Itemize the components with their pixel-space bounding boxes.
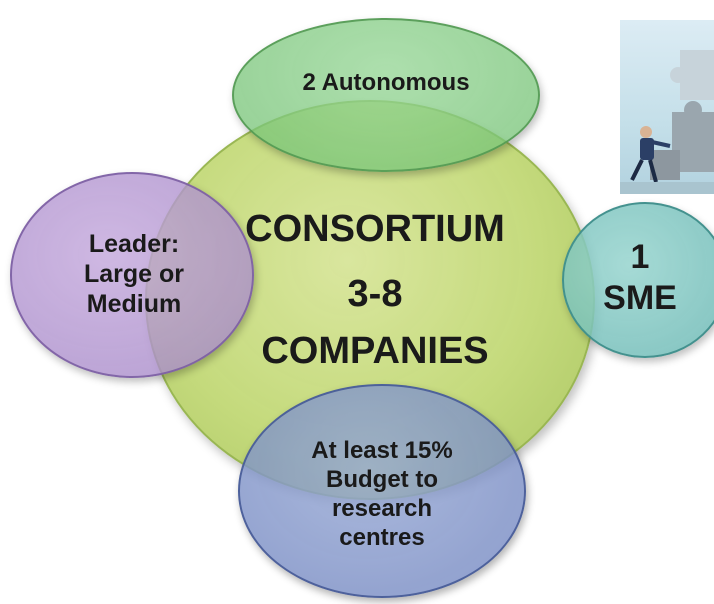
leader-label: Leader: Large or Medium bbox=[44, 222, 224, 326]
budget-line: research bbox=[331, 495, 433, 522]
businessman-puzzle-image bbox=[620, 20, 714, 194]
sme-text: SME bbox=[603, 279, 677, 317]
consortium-title: CONSORTIUM bbox=[245, 207, 505, 250]
leader-bubble bbox=[10, 172, 254, 378]
budget-line: Budget to bbox=[326, 466, 438, 494]
autonomous-bubble bbox=[232, 18, 540, 172]
budget-label: At least 15% Budget to research centres bbox=[260, 420, 504, 570]
sme-bubble bbox=[562, 202, 714, 358]
company-range: 3-8 bbox=[347, 272, 403, 315]
leader-line: Leader: bbox=[88, 230, 180, 258]
leader-line: Medium bbox=[86, 290, 182, 318]
consortium-label: CONSORTIUM 3-8 COMPANIES bbox=[200, 190, 550, 390]
leader-line: Large or bbox=[83, 260, 185, 288]
companies-text: COMPANIES bbox=[261, 329, 489, 372]
autonomous-label: 2 Autonomous bbox=[232, 18, 540, 148]
budget-line: At least 15% bbox=[311, 437, 453, 465]
budget-bubble bbox=[238, 384, 526, 598]
sme-count: 1 bbox=[630, 238, 650, 277]
budget-line: centres bbox=[339, 523, 425, 551]
sme-label: 1 SME bbox=[580, 228, 700, 328]
autonomous-text: 2 Autonomous bbox=[302, 68, 470, 96]
